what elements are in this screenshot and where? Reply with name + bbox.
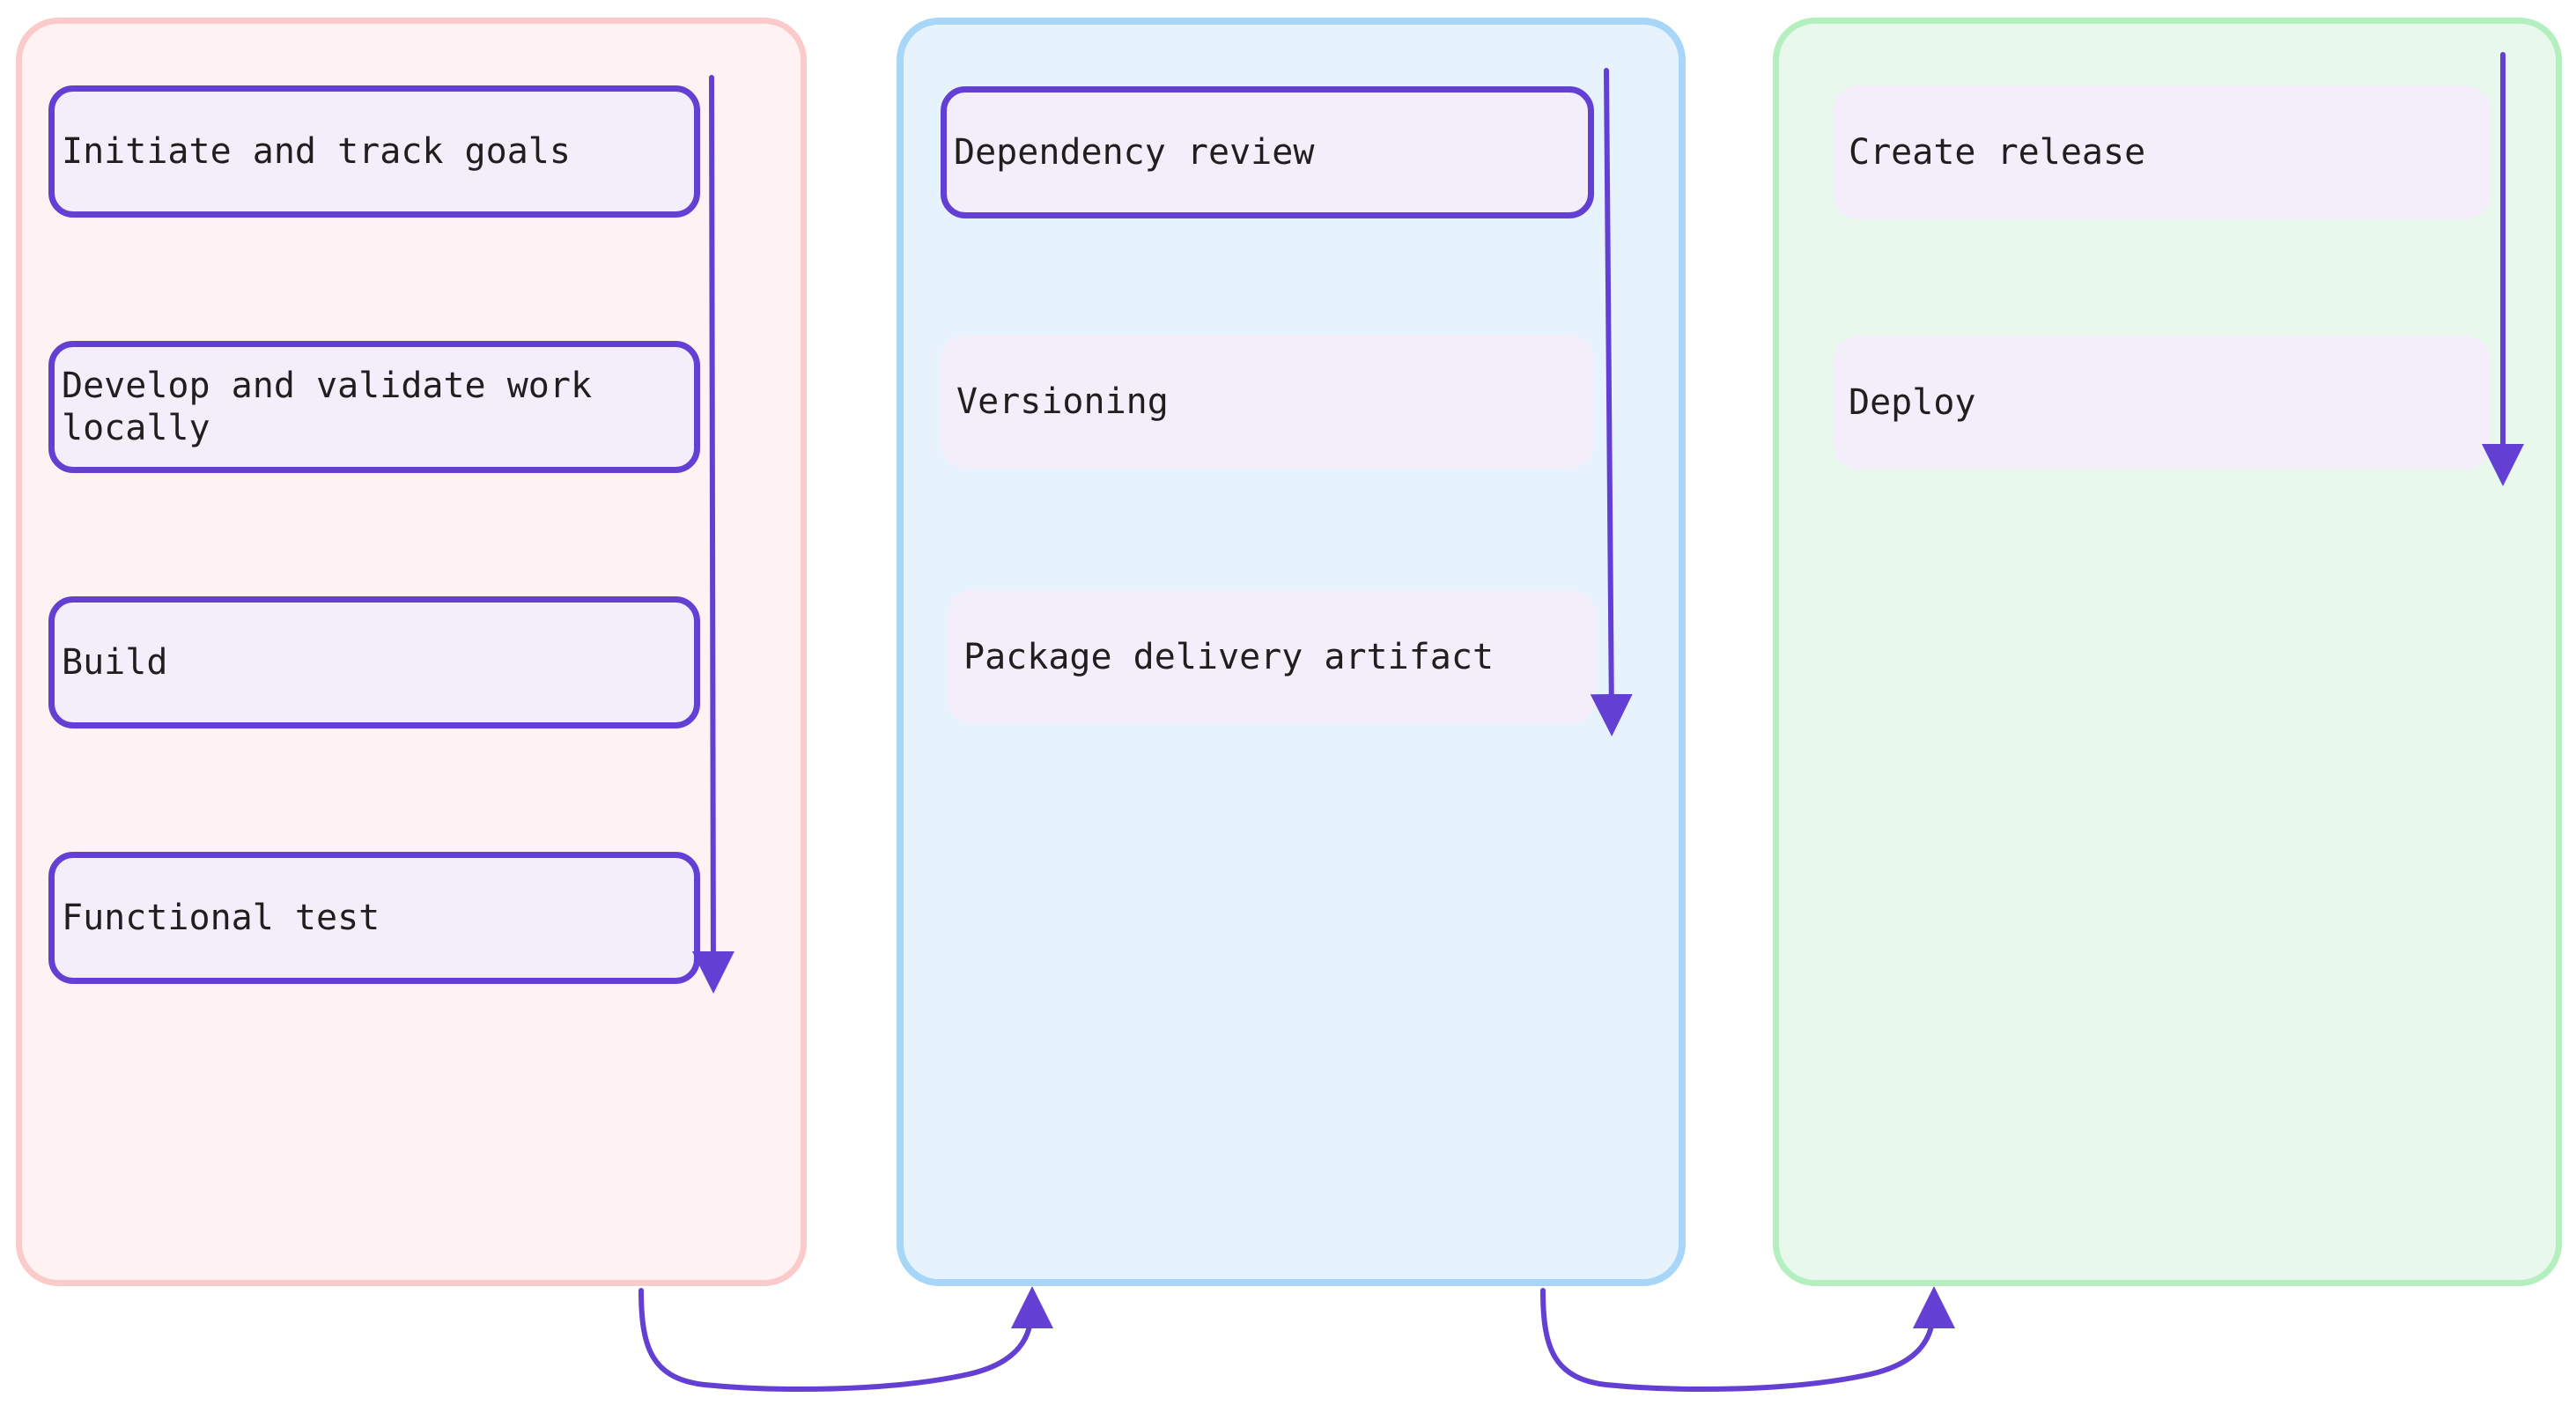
lane-3: Create release Deploy: [1773, 18, 2562, 1286]
card-dependency-review[interactable]: Dependency review: [941, 86, 1594, 218]
card-label: Develop and validate work locally: [62, 366, 593, 448]
card-develop-and-validate[interactable]: Develop and validate work locally: [48, 341, 700, 473]
lane-2-to-lane-3-arrow: [1540, 1286, 1955, 1392]
card-initiate-and-track-goals[interactable]: Initiate and track goals: [48, 85, 700, 218]
card-create-release[interactable]: Create release: [1834, 85, 2491, 219]
card-versioning[interactable]: Versioning: [941, 335, 1594, 469]
card-functional-test[interactable]: Functional test: [48, 852, 700, 984]
card-label: Deploy: [1849, 382, 1976, 423]
card-label: Package delivery artifact: [963, 637, 1495, 677]
card-label: Build: [62, 642, 168, 683]
card-label: Create release: [1849, 132, 2146, 173]
lane-1-to-lane-2-arrow: [638, 1286, 1053, 1392]
card-package-delivery-artifact[interactable]: Package delivery artifact: [948, 590, 1596, 724]
card-deploy[interactable]: Deploy: [1834, 336, 2491, 470]
card-label: Dependency review: [954, 132, 1315, 173]
lane-2: Dependency review Versioning Package del…: [897, 18, 1686, 1286]
card-label: Functional test: [62, 898, 380, 938]
card-label: Initiate and track goals: [62, 131, 571, 172]
lane-1: Initiate and track goals Develop and val…: [16, 18, 807, 1286]
card-build[interactable]: Build: [48, 596, 700, 728]
card-label: Versioning: [956, 381, 1169, 422]
